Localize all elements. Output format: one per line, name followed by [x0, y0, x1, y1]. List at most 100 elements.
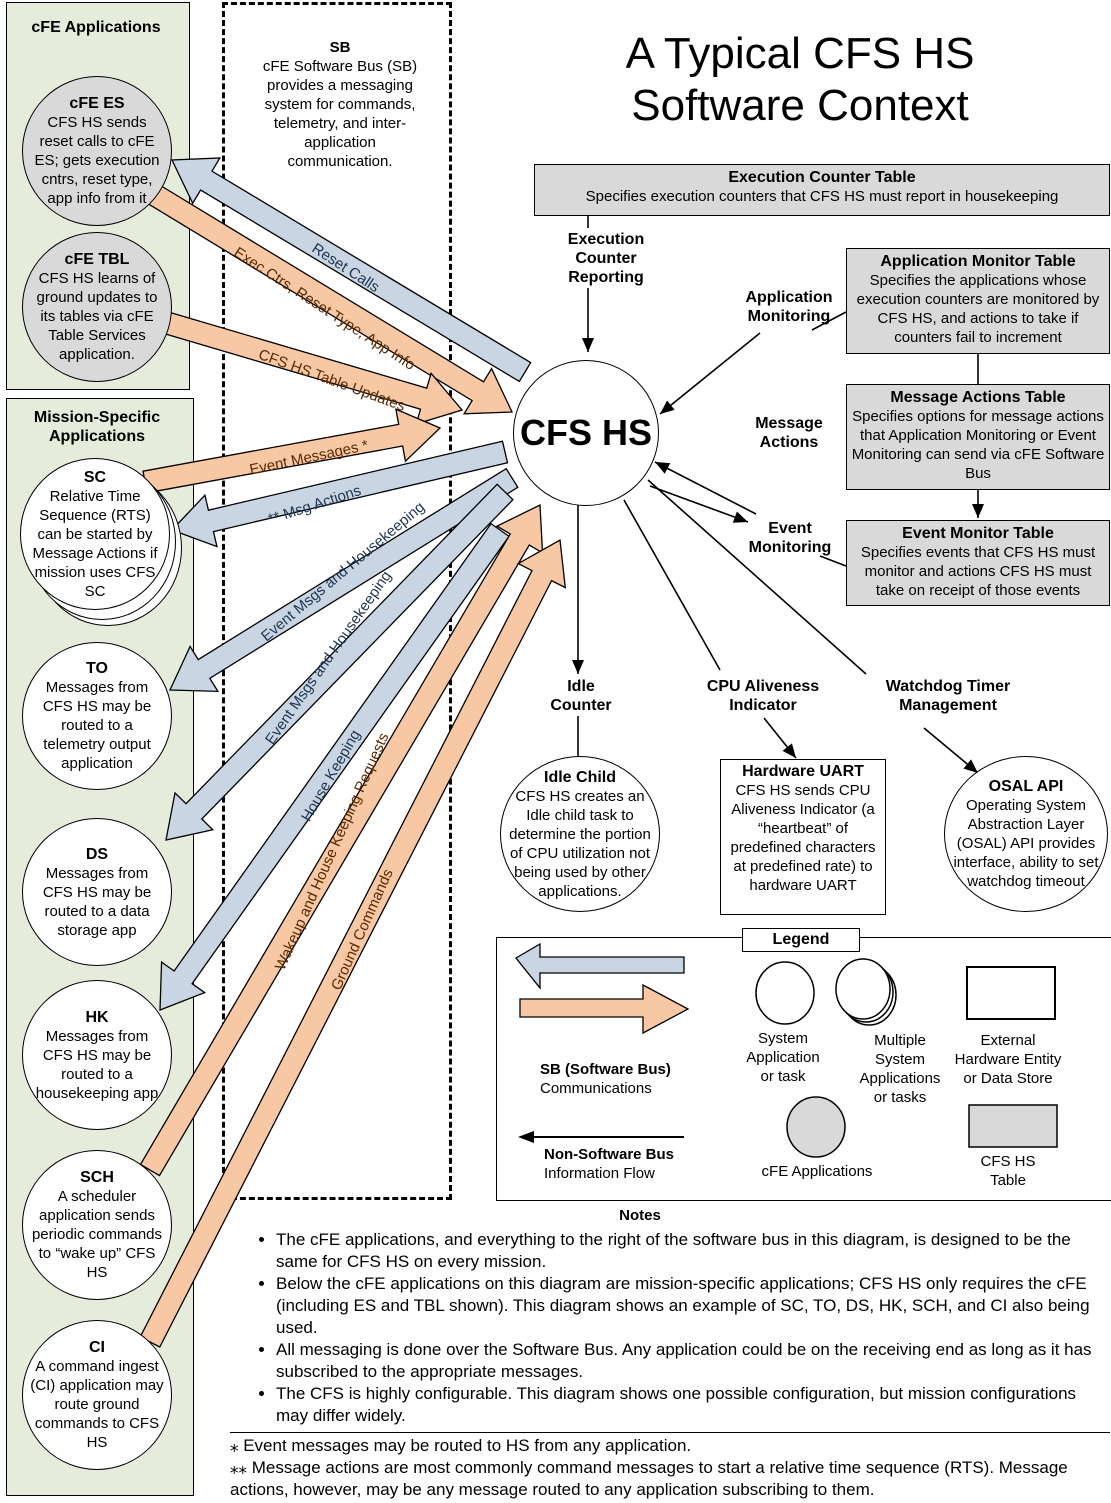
- sch-node[interactable]: SCH A scheduler application sends period…: [22, 1150, 172, 1300]
- diagram-title: A Typical CFS HS Software Context: [625, 29, 975, 130]
- legend-nsb-label: Non-Software Bus Information Flow: [544, 1145, 674, 1183]
- line-idle-counter-up-head: [572, 660, 584, 674]
- footnote-single-asterisk: ⁎ Event messages may be routed to HS fro…: [230, 1436, 692, 1455]
- legend-sb-label: SB (Software Bus) Communications: [540, 1060, 671, 1098]
- hk-node[interactable]: HK Messages from CFS HS may be routed to…: [22, 980, 172, 1130]
- footnotes: ⁎ Event messages may be routed to HS fro…: [230, 1432, 1110, 1501]
- application-monitor-table-text: Specifies the applications whose executi…: [856, 272, 1100, 346]
- line-message-actions: [654, 461, 757, 515]
- legend-shapes: [515, 942, 1058, 1158]
- message-actions-table[interactable]: Message Actions Table Specifies options …: [846, 384, 1110, 490]
- legend-external-rect: [966, 966, 1056, 1020]
- legend-multi-app-label: Multiple System Applications or tasks: [859, 1032, 941, 1106]
- legend-title: Legend: [742, 928, 860, 952]
- hardware-uart-box[interactable]: Hardware UART CFS HS sends CPU Aliveness…: [720, 759, 886, 915]
- arrow-event-msgs-hk-2: [165, 483, 514, 841]
- arrow-house-keeping: [159, 522, 510, 1011]
- ds-title: DS: [85, 845, 109, 863]
- sc-text: Relative Time Sequence (RTS) can be star…: [32, 487, 158, 600]
- legend-cfe-app-circle: [786, 1096, 846, 1158]
- software-bus-title: SB: [329, 39, 351, 56]
- cfe-es-title: cFE ES: [69, 95, 125, 112]
- legend-sb-title: SB (Software Bus): [540, 1061, 671, 1078]
- hardware-uart-text: CFS HS sends CPU Aliveness Indicator (a …: [730, 782, 876, 894]
- note-item: All messaging is done over the Software …: [276, 1339, 1100, 1383]
- line-app-monitor-top: [811, 311, 847, 331]
- to-text: Messages from CFS HS may be routed to a …: [42, 679, 152, 772]
- label-cpu-aliveness: CPU Aliveness Indicator: [706, 678, 820, 714]
- label-idle-counter: Idle Counter: [550, 678, 612, 714]
- arrow-ground-commands: [139, 538, 567, 1348]
- arrow-msg-actions: [170, 440, 509, 548]
- line-exec-counter-reporting-head: [582, 338, 594, 352]
- message-actions-table-text: Specifies options for message actions th…: [851, 408, 1105, 482]
- idle-child-node[interactable]: Idle Child CFS HS creates an Idle child …: [500, 756, 660, 912]
- event-monitor-table-title: Event Monitor Table: [902, 525, 1054, 542]
- execution-counter-table-title: Execution Counter Table: [728, 169, 916, 186]
- line-cpu-aliveness-down-head: [782, 743, 796, 758]
- to-node[interactable]: TO Messages from CFS HS may be routed to…: [22, 642, 172, 790]
- execution-counter-table[interactable]: Execution Counter Table Specifies execut…: [534, 164, 1110, 216]
- osal-api-text: Operating System Abstraction Layer (OSAL…: [953, 797, 1099, 890]
- osal-api-node[interactable]: OSAL API Operating System Abstraction La…: [944, 756, 1108, 912]
- arrow-exec-ctrs: [143, 181, 514, 415]
- ds-text: Messages from CFS HS may be routed to a …: [42, 864, 152, 939]
- legend-multi-app-circle-1: [835, 958, 891, 1020]
- application-monitor-table-title: Application Monitor Table: [880, 253, 1076, 270]
- note-item: The CFS is highly configurable. This dia…: [276, 1383, 1100, 1427]
- line-app-monitoring-head: [660, 400, 675, 414]
- arrow-table-updates: [146, 306, 464, 425]
- cfe-es-node[interactable]: cFE ES CFS HS sends reset calls to cFE E…: [22, 76, 172, 226]
- ds-node[interactable]: DS Messages from CFS HS may be routed to…: [22, 818, 172, 966]
- label-event-monitoring: Event Monitoring: [748, 520, 832, 556]
- ci-node[interactable]: CI A command ingest (CI) application may…: [22, 1320, 172, 1470]
- legend-system-app-circle: [755, 961, 815, 1025]
- label-execution-counter-reporting: Execution Counter Reporting: [567, 231, 645, 286]
- label-message-actions: Message Actions: [755, 415, 823, 451]
- footnote-double-asterisk: ⁎⁎ Message actions are most commonly com…: [230, 1458, 1068, 1499]
- idle-child-title: Idle Child: [544, 768, 616, 786]
- line-cpu-aliveness-up: [623, 499, 721, 671]
- note-item: Below the cFE applications on this diagr…: [276, 1273, 1100, 1339]
- ci-title: CI: [89, 1339, 105, 1356]
- hk-title: HK: [85, 1008, 109, 1026]
- line-event-monitoring-head: [732, 511, 748, 523]
- message-actions-table-title: Message Actions Table: [890, 389, 1066, 406]
- legend-system-app-label: System Application or task: [746, 1030, 820, 1085]
- notes-section: Notes The cFE applications, and everythi…: [230, 1205, 1100, 1427]
- line-event-monitor-top: [819, 555, 847, 567]
- label-watchdog: Watchdog Timer Management: [885, 678, 1011, 714]
- line-watchdog-up: [647, 479, 867, 675]
- line-event-monitoring: [649, 485, 749, 523]
- legend-nsb-title: Non-Software Bus: [544, 1146, 675, 1163]
- sc-title: SC: [83, 468, 107, 486]
- arrow-event-messages: [142, 408, 442, 494]
- legend-nsb-sub: Information Flow: [544, 1165, 655, 1182]
- notes-title: Notes: [619, 1207, 661, 1224]
- hardware-uart-title: Hardware UART: [742, 763, 864, 780]
- legend-orange-arrow: [519, 983, 690, 1035]
- legend-hs-table-rect: [968, 1104, 1058, 1148]
- application-monitor-table[interactable]: Application Monitor Table Specifies the …: [846, 248, 1110, 354]
- cfe-tbl-node[interactable]: cFE TBL CFS HS learns of ground updates …: [22, 232, 172, 382]
- software-bus-text: cFE Software Bus (SB) provides a messagi…: [262, 58, 418, 170]
- to-title: TO: [86, 660, 108, 677]
- cfe-tbl-title: cFE TBL: [64, 251, 130, 268]
- event-monitor-table-text: Specifies events that CFS HS must monito…: [860, 544, 1096, 599]
- line-watchdog-down-head: [963, 759, 978, 773]
- sc-node[interactable]: SC Relative Time Sequence (RTS) can be s…: [20, 458, 170, 610]
- note-item: The cFE applications, and everything to …: [276, 1229, 1100, 1273]
- notes-list: The cFE applications, and everything to …: [230, 1229, 1100, 1427]
- cfs-hs-node[interactable]: CFS HS: [513, 360, 659, 506]
- line-message-actions-head: [655, 462, 671, 474]
- cfs-hs-label: CFS HS: [519, 412, 652, 453]
- idle-child-text: CFS HS creates an Idle child task to det…: [509, 787, 651, 900]
- event-monitor-table[interactable]: Event Monitor Table Specifies events tha…: [846, 520, 1110, 606]
- execution-counter-table-text: Specifies execution counters that CFS HS…: [585, 188, 1059, 205]
- arrow-reset-calls: [170, 157, 532, 383]
- legend-cfe-apps-label: cFE Applications: [761, 1163, 873, 1180]
- arrow-wakeup: [139, 503, 544, 1177]
- legend-external-label: External Hardware Entity or Data Store: [954, 1032, 1062, 1087]
- sch-title: SCH: [80, 1169, 114, 1186]
